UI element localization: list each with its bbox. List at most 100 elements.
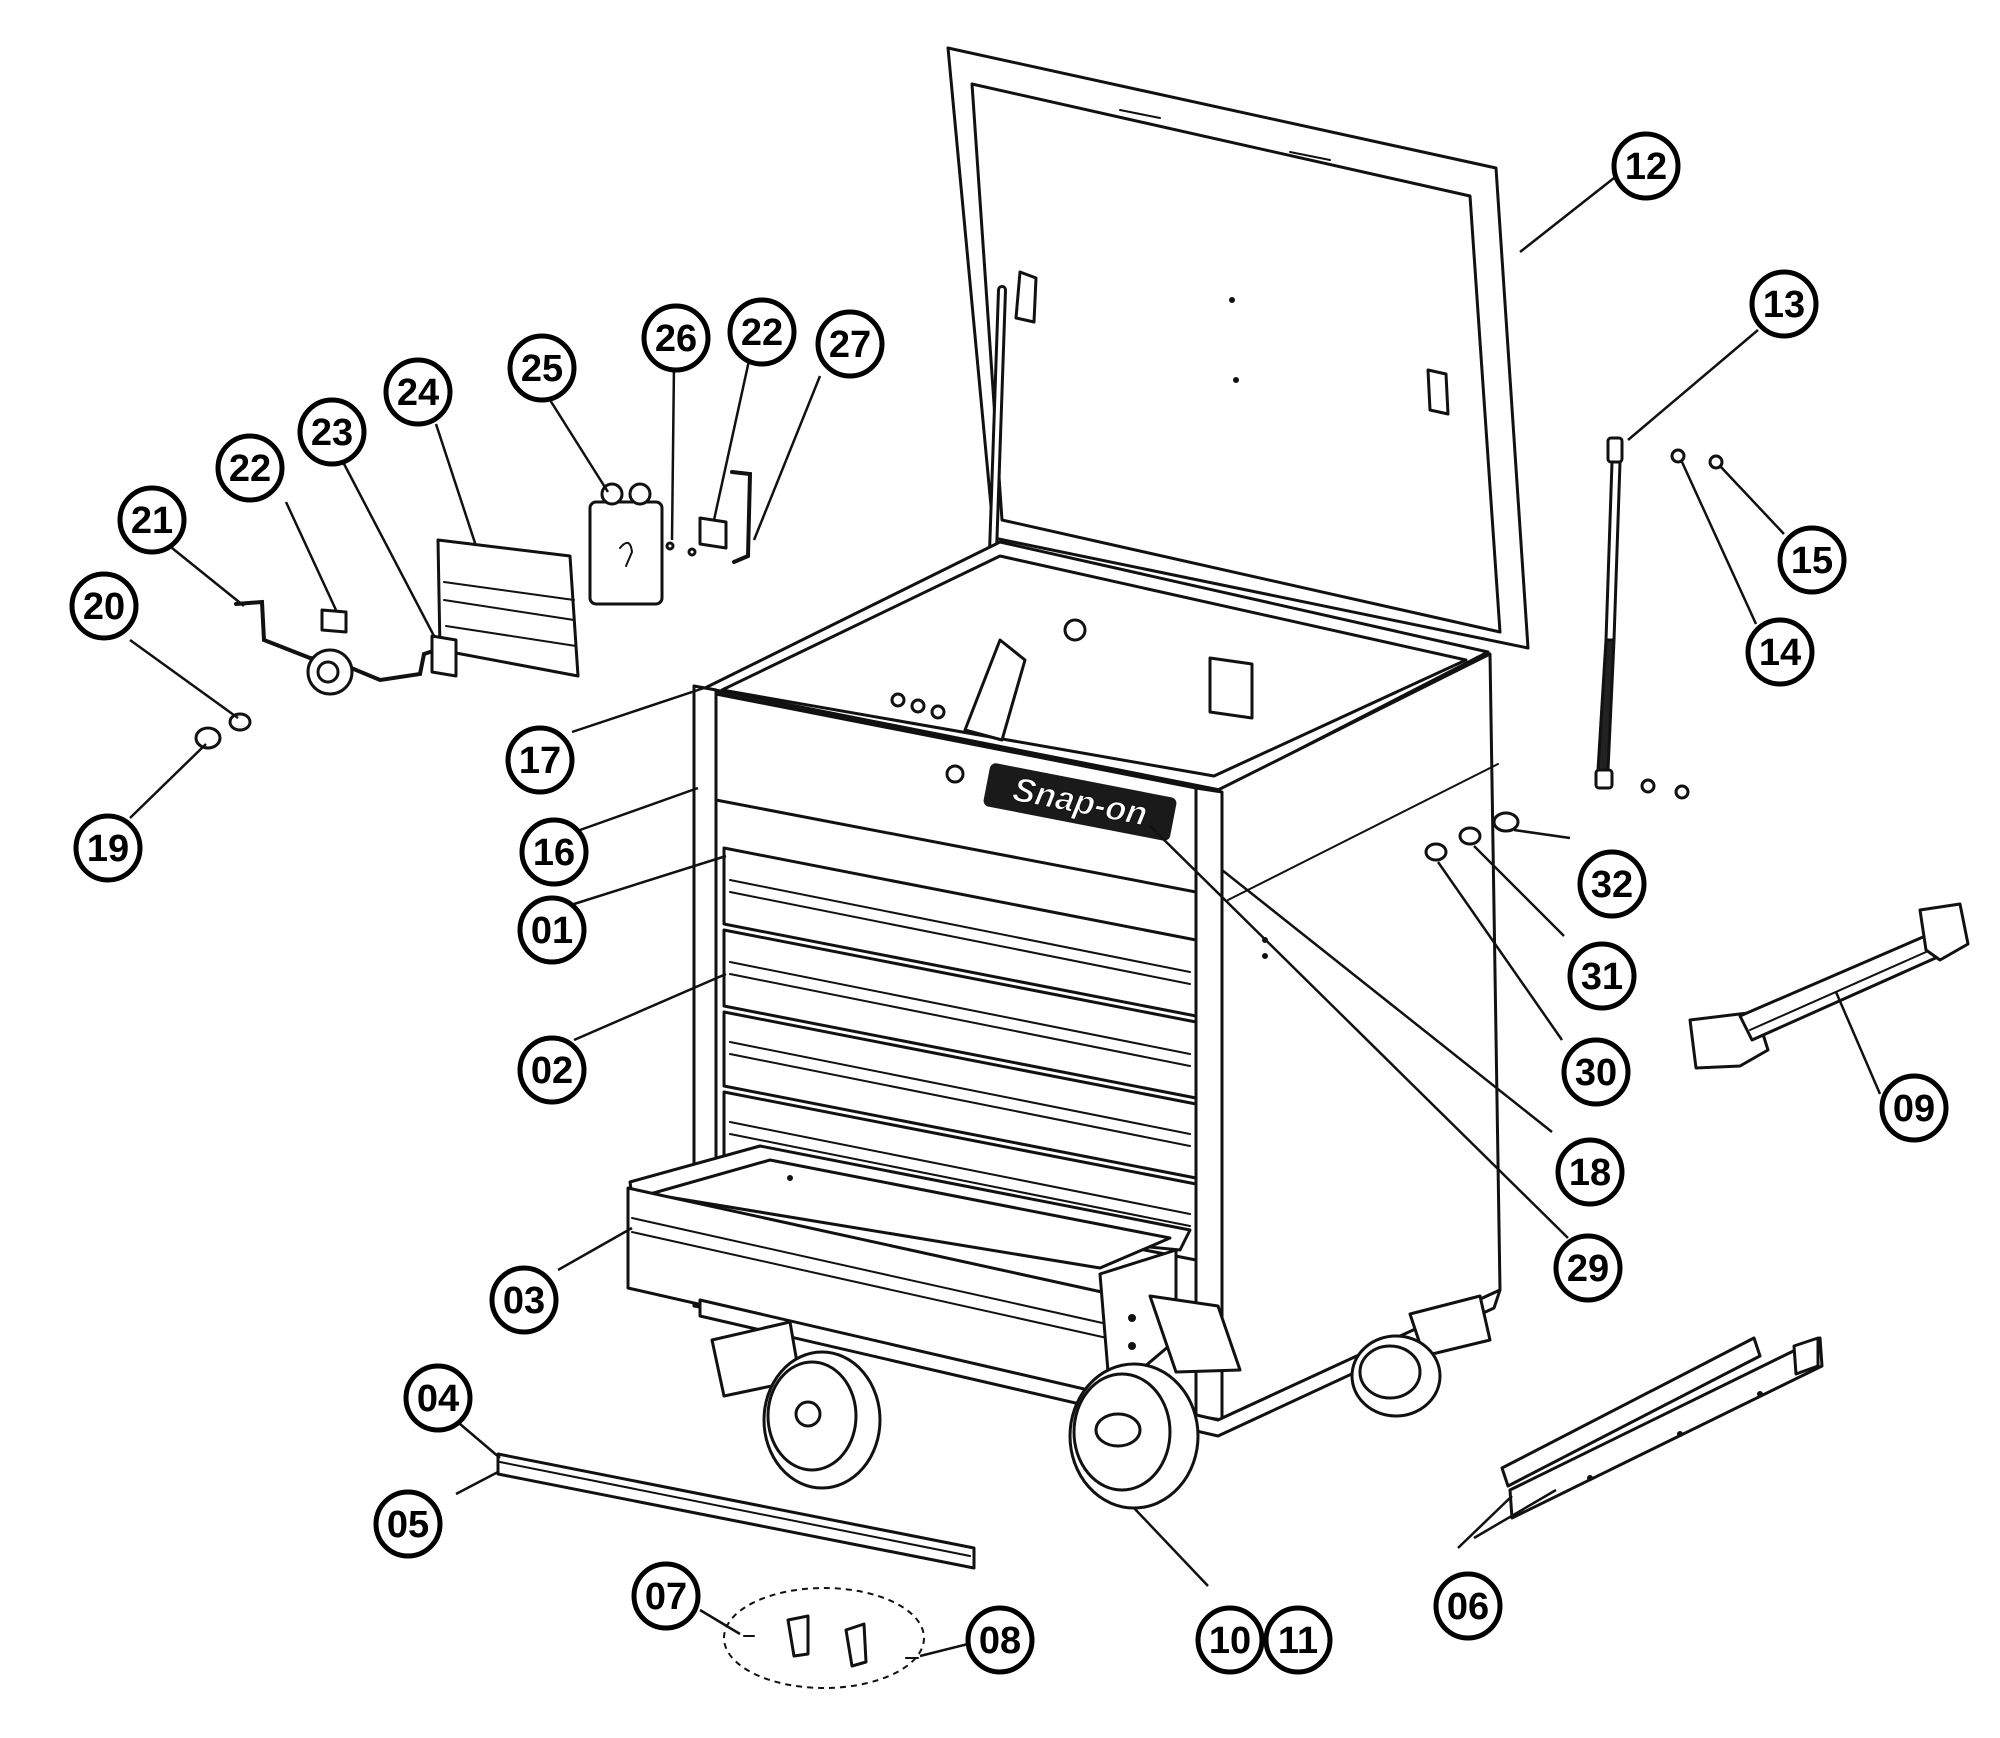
callout-ring — [117, 485, 187, 555]
callout-24: 24 — [383, 357, 453, 427]
callout-label: 30 — [1575, 1052, 1617, 1094]
callout-ring — [1749, 269, 1819, 339]
callout-label: 04 — [417, 1378, 459, 1420]
callout-ring — [1263, 1605, 1333, 1675]
callout-label: 17 — [519, 740, 561, 782]
lock-body-25 — [588, 482, 664, 606]
drawer-slide — [1500, 1336, 1824, 1520]
callout-ring — [1561, 1037, 1631, 1107]
callout-06: 06 — [1433, 1571, 1503, 1641]
callout-label: 29 — [1567, 1248, 1609, 1290]
callout-27: 27 — [815, 309, 885, 379]
callout-ring — [215, 433, 285, 503]
gas-strut — [1594, 436, 1724, 800]
callout-32: 32 — [1577, 849, 1647, 919]
callout-04: 04 — [403, 1363, 473, 1433]
callout-label: 31 — [1581, 956, 1623, 998]
callout-17: 17 — [505, 725, 575, 795]
callout-ring — [507, 333, 577, 403]
tool-cart-cabinet: Snap-on — [626, 46, 1530, 1438]
callout-30: 30 — [1561, 1037, 1631, 1107]
callout-18: 18 — [1555, 1137, 1625, 1207]
callout-label: 06 — [1447, 1586, 1489, 1628]
callout-16: 16 — [519, 817, 589, 887]
callout-22b: 22 — [215, 433, 285, 503]
open-drawer — [626, 1144, 1192, 1402]
callout-label: 16 — [533, 832, 575, 874]
small-hardware — [665, 470, 753, 564]
callout-ring — [403, 1363, 473, 1433]
plug-30 — [1424, 842, 1448, 862]
lock-bracket-24 — [430, 538, 580, 678]
callout-ring — [631, 1561, 701, 1631]
callout-label: 21 — [131, 500, 173, 542]
callout-12: 12 — [1611, 131, 1681, 201]
caster-right-front — [1068, 1294, 1242, 1510]
callout-label: 25 — [521, 348, 563, 390]
callout-ring — [965, 1605, 1035, 1675]
callout-ring — [489, 1265, 559, 1335]
drawer-clip-group — [723, 1587, 925, 1689]
callout-label: 10 — [1209, 1620, 1251, 1662]
callout-label: 08 — [979, 1620, 1021, 1662]
callout-label: 22 — [229, 448, 271, 490]
callout-ring — [383, 357, 453, 427]
callout-ring — [73, 813, 143, 883]
callout-label: 19 — [87, 828, 129, 870]
callout-01: 01 — [517, 895, 587, 965]
callout-08: 08 — [965, 1605, 1035, 1675]
callout-ring — [1577, 849, 1647, 919]
callout-ring — [641, 303, 711, 373]
callout-03: 03 — [489, 1265, 559, 1335]
callout-label: 24 — [397, 372, 439, 414]
callout-07: 07 — [631, 1561, 701, 1631]
callout-10: 10 — [1195, 1605, 1265, 1675]
callout-31: 31 — [1567, 941, 1637, 1011]
callout-ring — [1433, 1571, 1503, 1641]
plug-32 — [1492, 811, 1520, 833]
callout-ring — [1745, 617, 1815, 687]
callout-label: 07 — [645, 1576, 687, 1618]
callout-ring — [373, 1489, 443, 1559]
callout-14: 14 — [1745, 617, 1815, 687]
callout-23: 23 — [297, 397, 367, 467]
callout-13: 13 — [1749, 269, 1819, 339]
callout-label: 20 — [83, 586, 125, 628]
callout-label: 11 — [1278, 1620, 1318, 1662]
lid-inner-panel — [970, 82, 1502, 634]
callout-ring — [1555, 1137, 1625, 1207]
callout-21: 21 — [117, 485, 187, 555]
lock-bar-assembly — [234, 599, 438, 696]
callout-label: 13 — [1763, 284, 1805, 326]
callout-15: 15 — [1777, 525, 1847, 595]
callout-11: 11 — [1263, 1605, 1333, 1675]
callout-ring — [1777, 525, 1847, 595]
callout-25: 25 — [507, 333, 577, 403]
callout-label: 12 — [1625, 146, 1667, 188]
callout-09: 09 — [1879, 1073, 1949, 1143]
lock-cylinder — [194, 712, 252, 750]
callout-ring — [1879, 1073, 1949, 1143]
callout-ring — [517, 895, 587, 965]
callout-19: 19 — [73, 813, 143, 883]
callout-label: 15 — [1791, 540, 1833, 582]
callout-20: 20 — [69, 571, 139, 641]
callout-22a: 22 — [727, 297, 797, 367]
callout-ring — [1553, 1233, 1623, 1303]
callout-ring — [519, 817, 589, 887]
callout-ring — [69, 571, 139, 641]
leader-lines — [129, 177, 1882, 1658]
callout-ring — [505, 725, 575, 795]
callout-ring — [727, 297, 797, 367]
side-handle — [1688, 902, 1970, 1070]
callout-label: 09 — [1893, 1088, 1935, 1130]
callout-label: 05 — [387, 1504, 429, 1546]
top-drawer-panel — [714, 692, 1198, 894]
callout-label: 01 — [531, 910, 573, 952]
callout-ring — [517, 1035, 587, 1105]
drawers — [722, 846, 1198, 1262]
callout-26: 26 — [641, 303, 711, 373]
callout-label: 27 — [829, 324, 871, 366]
